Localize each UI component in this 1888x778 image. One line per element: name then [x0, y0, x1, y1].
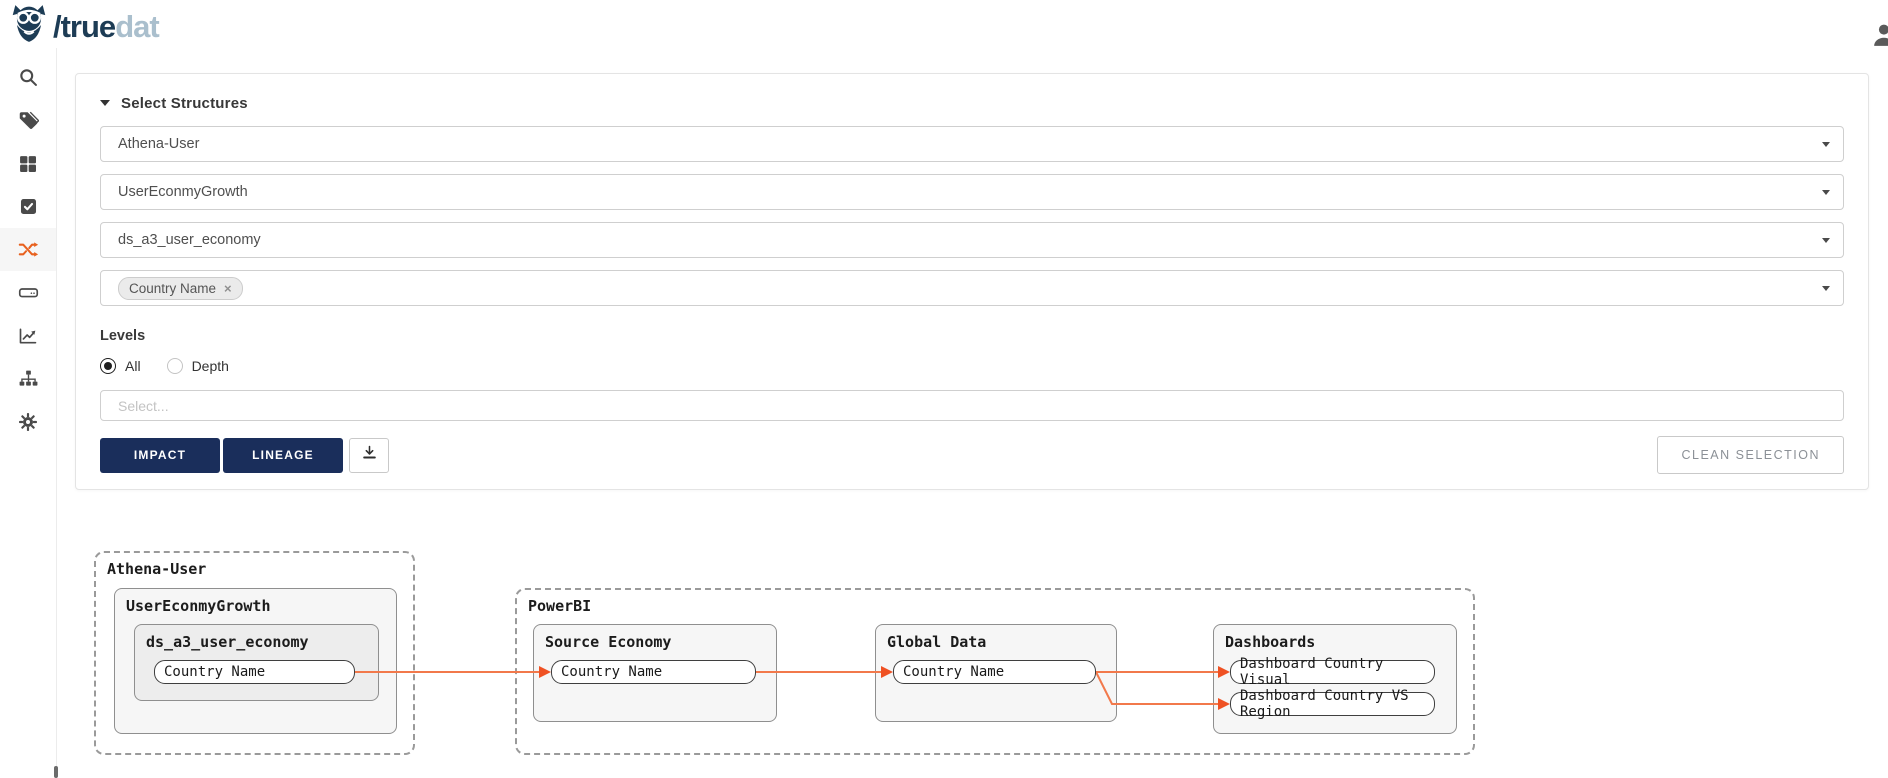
- check-square-icon: [19, 197, 38, 216]
- sidebar-item-settings[interactable]: [0, 400, 56, 443]
- graph-group-global-data-label: Global Data: [887, 633, 987, 651]
- radio-all-circle: [100, 358, 116, 374]
- graph-node-country-name-source[interactable]: Country Name: [551, 660, 756, 684]
- gear-icon: [18, 412, 38, 432]
- download-icon: [361, 444, 378, 466]
- radio-all[interactable]: All: [100, 358, 141, 374]
- levels-radio-group: All Depth: [100, 358, 1844, 374]
- scrollbar-thumb[interactable]: [54, 766, 58, 778]
- server-icon: [18, 282, 39, 303]
- impact-button[interactable]: IMPACT: [100, 437, 220, 473]
- chip-label: Country Name: [129, 280, 217, 296]
- graph-node-country-name-athena[interactable]: Country Name: [154, 660, 355, 684]
- graph-subgroup-ds-a3-user-economy-label: ds_a3_user_economy: [146, 633, 309, 651]
- sidebar-item-lineage[interactable]: [0, 228, 56, 271]
- radio-depth[interactable]: Depth: [166, 358, 229, 374]
- sidebar-item-search[interactable]: [0, 56, 56, 99]
- panel-collapse-toggle[interactable]: Select Structures: [100, 92, 1844, 114]
- chart-line-icon: [18, 326, 38, 346]
- chevron-down-icon: [1822, 238, 1830, 243]
- sidebar: [0, 56, 56, 443]
- graph-group-usereconmygrowth-label: UserEconmyGrowth: [126, 597, 271, 615]
- sidebar-item-systems[interactable]: [0, 271, 56, 314]
- sidebar-divider: [56, 48, 57, 778]
- chevron-down-icon: [1822, 286, 1830, 291]
- shuffle-icon: [18, 239, 39, 260]
- group-select[interactable]: UserEconmyGrowth: [100, 174, 1844, 210]
- clean-selection-button[interactable]: CLEAN SELECTION: [1657, 436, 1844, 474]
- panel-title: Select Structures: [121, 94, 248, 112]
- structure-select[interactable]: ds_a3_user_economy: [100, 222, 1844, 258]
- select-structures-panel: Select Structures Athena-User UserEconmy…: [75, 73, 1869, 490]
- levels-label: Levels: [100, 328, 146, 344]
- graph-system-athena: Athena-User: [94, 551, 415, 755]
- depth-select-input[interactable]: [100, 390, 1844, 421]
- group-select-value: UserEconmyGrowth: [118, 184, 248, 200]
- radio-depth-circle: [166, 358, 183, 374]
- chevron-down-icon: [1822, 190, 1830, 195]
- graph-system-powerbi-label: PowerBI: [528, 597, 592, 615]
- top-bar: /truedat: [0, 0, 1888, 48]
- graph-system-athena-label: Athena-User: [107, 560, 207, 578]
- sidebar-item-grid[interactable]: [0, 142, 56, 185]
- radio-depth-label: Depth: [191, 358, 229, 374]
- chip-remove-icon[interactable]: ×: [224, 280, 232, 296]
- chevron-down-icon: [1822, 142, 1830, 147]
- sitemap-icon: [18, 368, 39, 389]
- search-icon: [18, 67, 39, 88]
- sidebar-item-tasks[interactable]: [0, 185, 56, 228]
- lineage-graph: Athena-User UserEconmyGrowth ds_a3_user_…: [0, 540, 1888, 778]
- sidebar-item-taxonomy[interactable]: [0, 357, 56, 400]
- collapse-caret-icon: [100, 100, 110, 106]
- owl-logo-icon: [8, 3, 50, 50]
- graph-node-dashboard-country-visual[interactable]: Dashboard Country Visual: [1230, 656, 1435, 688]
- graph-group-dashboards-label: Dashboards: [1225, 633, 1316, 651]
- structure-select-value: ds_a3_user_economy: [118, 232, 261, 248]
- radio-all-label: All: [125, 358, 141, 374]
- lineage-button[interactable]: LINEAGE: [223, 437, 343, 473]
- graph-group-source-economy-label: Source Economy: [545, 633, 672, 651]
- graph-node-dashboard-country-vs-region[interactable]: Dashboard Country VS Region: [1230, 688, 1435, 720]
- tags-icon: [18, 110, 39, 131]
- app-title: /truedat: [53, 8, 160, 44]
- system-select[interactable]: Athena-User: [100, 126, 1844, 162]
- sidebar-item-tags[interactable]: [0, 99, 56, 142]
- app-logo[interactable]: /truedat: [8, 3, 160, 50]
- selected-field-chip: Country Name ×: [118, 276, 243, 300]
- graph-node-country-name-global[interactable]: Country Name: [893, 660, 1096, 684]
- system-select-value: Athena-User: [118, 136, 200, 152]
- download-button[interactable]: [349, 437, 389, 473]
- grid-icon: [18, 154, 38, 174]
- field-select[interactable]: Country Name ×: [100, 270, 1844, 306]
- actions-row: IMPACT LINEAGE CLEAN SELECTION: [100, 436, 1844, 474]
- sidebar-item-quality[interactable]: [0, 314, 56, 357]
- user-icon[interactable]: [1872, 22, 1888, 46]
